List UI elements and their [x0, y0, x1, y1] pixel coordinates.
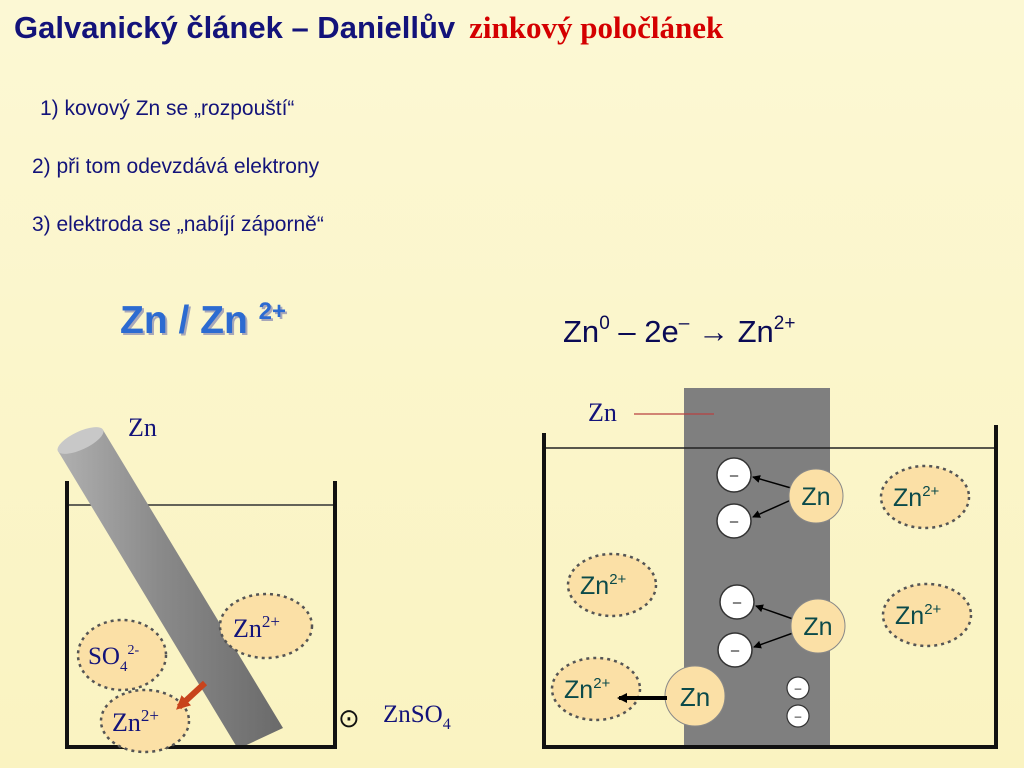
bullet-2: 2) při tom odevzdává elektrony: [32, 155, 320, 178]
electron: –: [786, 676, 810, 700]
right-beaker-diagram: Zn – – – – – – Zn Zn Zn: [542, 388, 998, 749]
reaction-product: Zn: [737, 314, 774, 349]
solution-label-sub: 4: [443, 716, 451, 733]
title-main: Galvanický článek – Daniellův: [14, 10, 456, 45]
svg-text:–: –: [733, 594, 742, 611]
left-ion-zn-1-charge: 2+: [262, 612, 280, 631]
left-ion-so4-base: SO: [88, 643, 120, 670]
right-ion-zn-4: Zn2+: [550, 656, 642, 722]
electron-transfer-arrows: [752, 475, 794, 649]
title-subtitle: zinkový poločlánek: [469, 10, 724, 45]
svg-text:Zn2+: Zn2+: [112, 706, 159, 737]
right-electrons: – – – – – –: [716, 457, 810, 728]
svg-text:–: –: [730, 467, 739, 484]
slide-title: Galvanický článek – Daniellův zinkový pol…: [14, 10, 723, 46]
right-ion-zn-2: Zn2+: [566, 552, 658, 618]
reaction-equation: Zn0 – 2e– → Zn2+: [563, 313, 795, 350]
zn-atom-1: Zn: [788, 468, 844, 524]
reaction-arrow: →: [697, 314, 729, 349]
left-zinc-rod: [57, 427, 283, 749]
svg-text:Zn2+: Zn2+: [893, 483, 940, 512]
right-ion-zn-1: Zn2+: [879, 464, 971, 530]
left-beaker-diagram: Zn2+ SO42- Zn2+ Zn ⊙ ZnSO4: [57, 413, 451, 754]
solution-label: ZnSO4: [383, 701, 451, 733]
left-ion-zn-1: Zn2+: [218, 592, 314, 660]
left-ion-zn-2-charge: 2+: [141, 706, 159, 725]
left-ion-so4: SO42-: [76, 618, 168, 692]
left-ion-so4-charge: 2-: [127, 643, 139, 658]
svg-text:Zn2+: Zn2+: [580, 571, 627, 600]
svg-text:Zn2+: Zn2+: [895, 601, 942, 630]
reaction-electrons: 2e: [644, 314, 679, 349]
left-beaker: [65, 481, 337, 749]
half-cell-charge: 2+: [258, 298, 287, 325]
half-cell-symbol: Zn / Zn: [120, 299, 248, 342]
left-ion-zn-2: Zn2+: [99, 688, 191, 754]
svg-text:–: –: [795, 681, 802, 695]
electron: –: [716, 457, 752, 493]
left-ion-zn-1-base: Zn: [233, 614, 262, 643]
reaction-electron-charge: –: [678, 313, 690, 334]
electron: –: [716, 503, 752, 539]
svg-text:Zn: Zn: [680, 682, 710, 712]
svg-text:–: –: [730, 513, 739, 530]
svg-text:Zn: Zn: [803, 613, 832, 641]
reaction-product-charge: 2+: [773, 313, 796, 334]
left-electrode-label: Zn: [128, 413, 157, 442]
bullet-1: 1) kovový Zn se „rozpouští“: [40, 97, 295, 120]
svg-text:Zn2+: Zn2+: [233, 612, 280, 643]
reaction-reactant-charge: 0: [599, 313, 610, 334]
svg-text:–: –: [795, 709, 802, 723]
bullet-3: 3) elektroda se „nabíjí záporně“: [32, 213, 324, 236]
electron: –: [717, 632, 753, 668]
left-ion-zn-2-base: Zn: [112, 708, 141, 737]
left-dissolution-arrow: [176, 680, 208, 710]
solution-symbol: ⊙: [338, 704, 360, 734]
reaction-minus: –: [618, 314, 636, 349]
svg-text:SO42-: SO42-: [88, 643, 139, 675]
reaction-reactant: Zn: [563, 314, 600, 349]
electron: –: [719, 584, 755, 620]
left-ion-so4-sub: 4: [120, 659, 128, 675]
zn-atom-2: Zn: [790, 598, 846, 654]
right-electrode-label: Zn: [588, 398, 617, 427]
electron: –: [786, 704, 810, 728]
svg-text:–: –: [731, 642, 740, 659]
right-beaker: [542, 425, 998, 749]
zn-atom-3: Zn: [664, 665, 726, 727]
svg-text:Zn: Zn: [801, 483, 830, 511]
svg-text:Zn2+: Zn2+: [564, 675, 611, 704]
right-ion-zn-3: Zn2+: [881, 582, 973, 648]
half-cell-notation: Zn / Zn 2+: [120, 298, 286, 343]
